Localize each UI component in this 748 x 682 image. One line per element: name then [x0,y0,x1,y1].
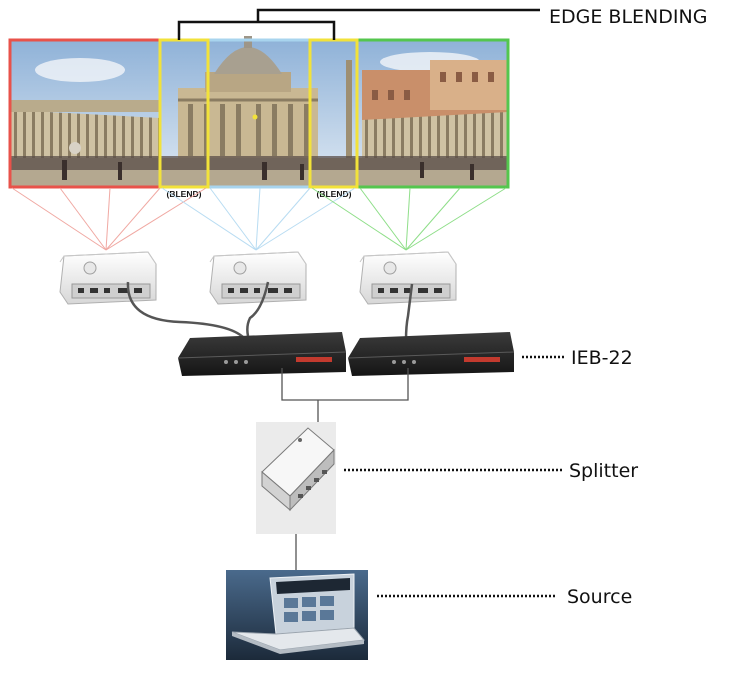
projector-cables [126,281,414,341]
left-blend-zone [158,38,210,189]
ieb-22-unit-left [177,332,347,376]
splitter-to-ieb-wiring [281,368,409,422]
edge-blending-bracket [177,8,540,40]
projector-center [209,251,307,305]
projection-beams [11,187,507,251]
projector-left [59,251,157,305]
projector-right [359,251,457,305]
source-laptop [226,570,368,660]
ieb-22-unit-right [347,332,515,376]
blend-label-right: (BLEND) [317,189,352,199]
splitter-label: Splitter [569,460,638,482]
ieb-22-label: IEB-22 [571,347,633,369]
edge-blending-label: EDGE BLENDING [549,6,707,28]
panorama-image [10,36,508,188]
splitter-unit [256,422,336,534]
blend-label-left: (BLEND) [167,189,202,199]
source-label: Source [567,586,632,608]
